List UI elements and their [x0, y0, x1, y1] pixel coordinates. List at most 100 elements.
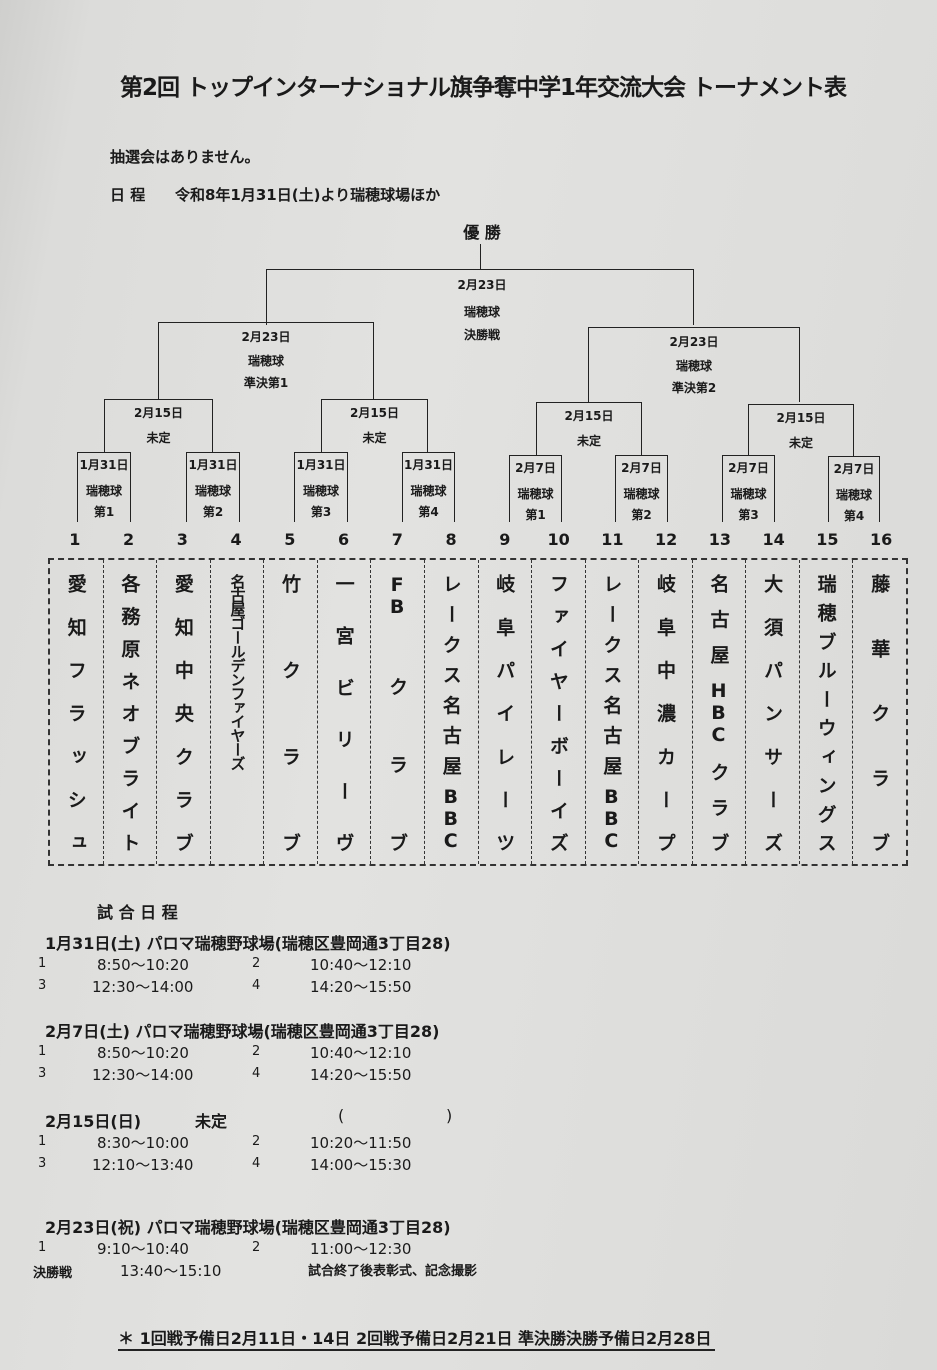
round1-date: 1月31日 — [403, 458, 454, 472]
team-number: 11 — [601, 530, 624, 549]
team-name: 大須パンサーズ — [761, 574, 784, 852]
game-number: 決勝戦 — [33, 1266, 73, 1281]
game-time: 12:30～14:00 — [92, 1066, 194, 1084]
round1-bracket-line — [294, 452, 348, 522]
team-cell: 名古屋HBCクラブ — [693, 560, 747, 864]
game-number: 2 — [252, 1044, 261, 1059]
game-time: 14:20～15:50 — [310, 978, 412, 996]
final-name: 決勝戦 — [463, 328, 501, 342]
team-name: ファイヤーボーイズ — [546, 574, 569, 852]
semifinal-name: 準決第2 — [671, 381, 717, 395]
team-number: 9 — [499, 530, 511, 549]
ceremony-note: 試合終了後表彰式、記念撮影 — [308, 1264, 478, 1279]
round1-date: 1月31日 — [296, 458, 346, 472]
team-number: 15 — [816, 530, 839, 549]
day-header: 2月15日(日) — [45, 1112, 142, 1131]
game-number: 1 — [38, 1044, 47, 1059]
schedule-value: 令和8年1月31日(土)より瑞穂球場ほか — [175, 186, 441, 204]
team-name: 名古屋HBCクラブ — [707, 574, 730, 852]
team-name: 名古屋ゴールデンファイヤーズ — [228, 574, 247, 770]
round1-venue: 瑞穂球 — [730, 487, 767, 501]
team-number: 5 — [284, 530, 296, 549]
day-header: 2月7日(土) パロマ瑞穂野球場(瑞穂区豊岡通3丁目28) — [45, 1022, 440, 1041]
round2-date: 2月15日 — [564, 409, 614, 423]
team-name: 愛知中央クラブ — [171, 574, 194, 852]
round1-venue: 瑞穂球 — [623, 487, 660, 501]
game-time: 10:40～12:10 — [310, 1044, 412, 1062]
round1-game: 第1 — [525, 508, 546, 522]
game-number: 4 — [252, 1066, 261, 1081]
round2-date: 2月15日 — [776, 411, 826, 425]
game-number: 2 — [252, 1134, 261, 1149]
page-title: 第2回 トップインターナショナル旗争奪中学1年交流大会 トーナメント表 — [120, 75, 847, 101]
team-cell: 岐阜パイレーツ — [479, 560, 533, 864]
team-name: 竹クラブ — [279, 574, 302, 852]
round1-venue: 瑞穂球 — [410, 484, 447, 498]
team-cell: レークス名古屋BBC — [586, 560, 640, 864]
round1-game: 第3 — [738, 508, 759, 522]
final-venue: 瑞穂球 — [463, 305, 501, 319]
game-time: 14:00～15:30 — [310, 1156, 412, 1174]
lottery-notice: 抽選会はありません。 — [110, 148, 260, 166]
round1-bracket-line — [402, 452, 455, 522]
game-number: 2 — [252, 956, 261, 971]
final-date: 2月23日 — [457, 278, 507, 292]
game-number: 3 — [38, 1066, 47, 1081]
game-time: 10:40～12:10 — [310, 956, 412, 974]
team-cell: 岐阜中濃カープ — [639, 560, 693, 864]
team-number: 1 — [69, 530, 81, 549]
team-number: 10 — [547, 530, 570, 549]
team-cell: ファイヤーボーイズ — [532, 560, 586, 864]
team-name: 瑞穂ブルーウィングス — [814, 574, 837, 852]
semifinal-bracket-line — [158, 322, 374, 399]
game-number: 3 — [38, 978, 47, 993]
round1-date: 2月7日 — [833, 462, 875, 476]
team-number: 16 — [869, 530, 893, 549]
round1-bracket-line — [828, 456, 880, 522]
game-time: 10:20～11:50 — [310, 1134, 412, 1152]
round1-venue: 瑞穂球 — [302, 484, 340, 498]
round1-game: 第3 — [310, 505, 332, 519]
team-number: 8 — [445, 530, 457, 549]
round2-bracket-line — [104, 399, 213, 452]
team-cell: 藤華クラブ — [853, 560, 906, 864]
champion-label: 優 勝 — [463, 223, 501, 242]
round2-status: 未定 — [788, 436, 814, 450]
team-name: 岐阜中濃カープ — [653, 574, 676, 852]
round2-status: 未定 — [146, 431, 171, 445]
reserve-days-note: ＊ 1回戦予備日2月11日・14日 2回戦予備日2月21日 準決勝決勝予備日2月… — [118, 1325, 716, 1351]
round1-date: 1月31日 — [79, 458, 129, 472]
game-number: 1 — [38, 1240, 47, 1255]
round2-bracket-line — [321, 399, 428, 452]
round1-bracket-line — [615, 455, 668, 522]
team-name: 一宮ビリーヴ — [332, 574, 355, 852]
team-number: 13 — [708, 530, 732, 549]
game-time: 9:10～10:40 — [97, 1240, 189, 1258]
team-name: レークス名古屋BBC — [439, 574, 462, 852]
team-cell: レークス名古屋BBC — [425, 560, 479, 864]
schedule-label: 日 程 — [110, 186, 146, 204]
round2-status: 未定 — [362, 431, 387, 445]
team-number: 14 — [762, 530, 785, 549]
team-name: FBクラブ — [386, 574, 409, 852]
match-schedule-heading: 試 合 日 程 — [97, 903, 178, 922]
game-number: 1 — [38, 1134, 47, 1149]
game-number: 1 — [38, 956, 47, 971]
day-status: 未定 — [195, 1112, 228, 1131]
team-cell: 大須パンサーズ — [746, 560, 800, 864]
semifinal-date: 2月23日 — [241, 330, 291, 344]
final-bracket-line — [266, 269, 694, 325]
round1-bracket-line — [77, 452, 131, 522]
game-time: 11:00～12:30 — [310, 1240, 412, 1258]
team-cell: 愛知フラッシュ — [50, 560, 104, 864]
round2-bracket-line — [536, 402, 642, 455]
round1-date: 2月7日 — [621, 461, 662, 475]
game-time: 12:30～14:00 — [92, 978, 194, 996]
round1-venue: 瑞穂球 — [194, 484, 232, 498]
game-time: 8:50～10:20 — [97, 1044, 189, 1062]
champion-line — [480, 244, 481, 269]
semifinal-date: 2月23日 — [669, 335, 719, 349]
round2-date: 2月15日 — [133, 406, 184, 420]
team-name: 各務原ネオブライト — [118, 574, 141, 852]
team-number: 6 — [338, 530, 350, 549]
